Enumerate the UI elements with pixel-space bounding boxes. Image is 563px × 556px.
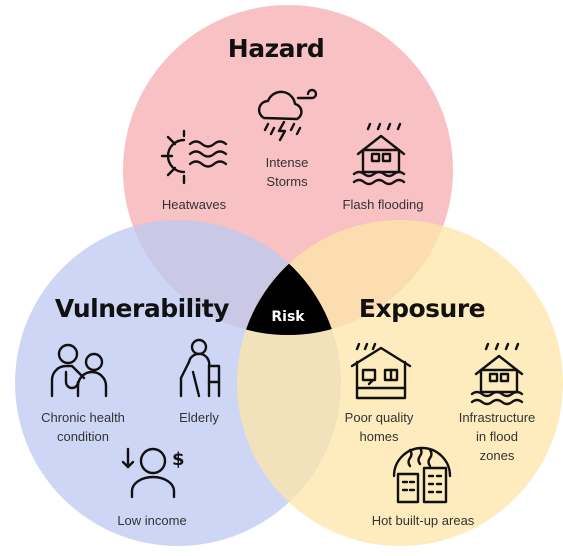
storm-cloud-icon — [254, 86, 322, 146]
vulnerability-title: Vulnerability — [54, 294, 230, 323]
low-income-label: Low income — [117, 513, 187, 528]
hazard-title: Hazard — [227, 34, 325, 63]
svg-text:$: $ — [172, 449, 185, 470]
intense-storms-label: Intense Storms — [265, 155, 309, 189]
flooded-house-icon — [352, 120, 410, 186]
exposure-title: Exposure — [358, 294, 486, 323]
infrastructure-flood-zones-label: Infrastructure in flood zones — [458, 410, 536, 463]
risk-label: Risk — [271, 309, 305, 325]
person-money-icon: $ — [120, 443, 186, 499]
doctor-patient-icon — [48, 342, 114, 398]
damaged-house-icon — [349, 340, 413, 402]
poor-quality-homes-label: Poor quality homes — [344, 410, 414, 444]
flooded-house-icon — [470, 340, 528, 406]
flash-flooding-label: Flash flooding — [342, 197, 424, 212]
elderly-label: Elderly — [179, 410, 219, 425]
chronic-health-condition-label: Chronic health condition — [41, 410, 125, 444]
hot-built-up-areas-label: Hot built-up areas — [371, 513, 475, 528]
elderly-walker-icon — [171, 338, 225, 398]
heatwaves-label: Heatwaves — [161, 197, 227, 212]
hot-buildings-icon — [390, 444, 454, 504]
heatwave-icon — [158, 128, 230, 186]
